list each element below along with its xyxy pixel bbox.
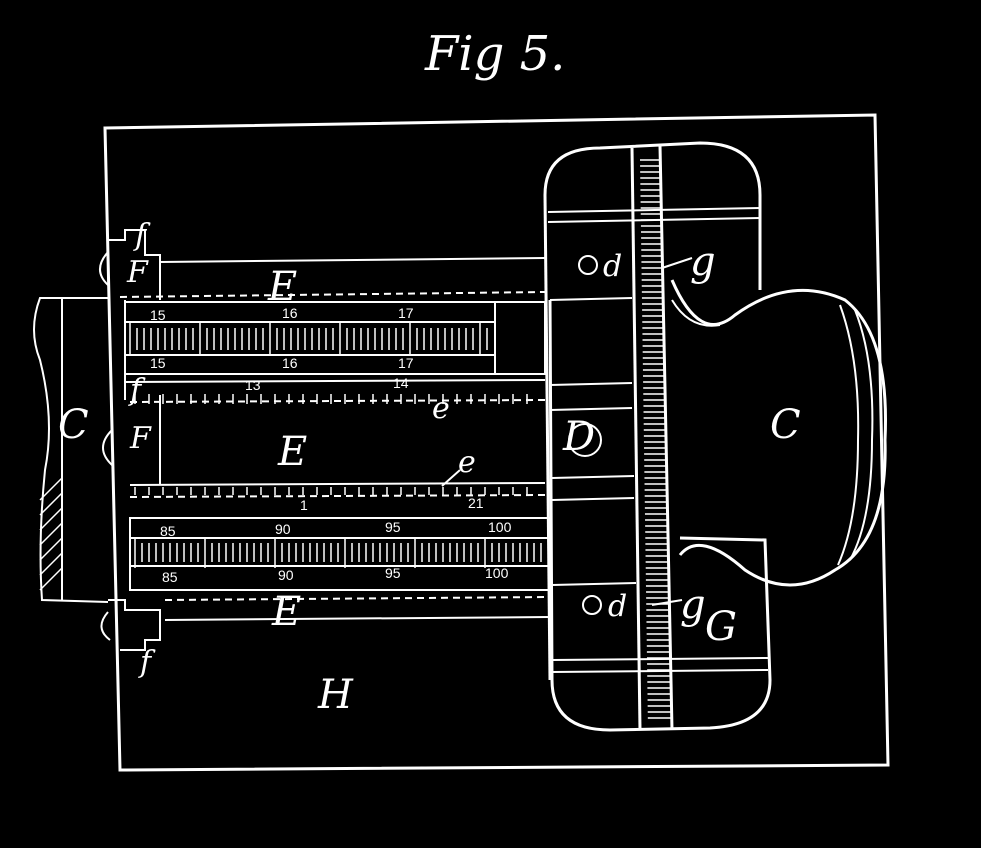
label-E-top: E <box>267 264 297 310</box>
label-E-mid: E <box>277 429 307 475</box>
upper-scale-ticks <box>129 322 488 356</box>
lower-rail-E <box>164 596 551 621</box>
lower-bottom-num-95: 95 <box>385 565 401 581</box>
lower-top-num-95: 95 <box>385 519 401 535</box>
label-d-bottom: d <box>608 589 627 624</box>
lower-top-num-100: 100 <box>488 519 512 535</box>
left-bracket-F <box>99 229 161 651</box>
upper-rail-num-14: 14 <box>393 375 409 391</box>
leader-g-top <box>661 257 693 269</box>
upper-top-num-15: 15 <box>150 307 166 323</box>
label-F-mid: F <box>129 421 152 456</box>
figure-title: Fig 5. <box>424 26 565 82</box>
upper-rail-scale: 13 14 <box>124 375 546 404</box>
leader-e-lower <box>441 469 461 487</box>
toothed-rack <box>640 159 672 719</box>
upper-top-num-17: 17 <box>398 305 414 321</box>
label-H: H <box>317 672 354 718</box>
lower-rail-num-21: 21 <box>468 495 484 511</box>
slider-block-D <box>543 141 772 732</box>
label-C-right: C <box>770 402 801 448</box>
slider-center-circle <box>568 423 602 457</box>
right-knob-C <box>670 279 887 587</box>
left-shaft-C <box>33 297 109 603</box>
shaft-hatching <box>39 477 63 591</box>
lower-rail-num-1: 1 <box>300 497 308 513</box>
screw-d-top <box>578 255 598 275</box>
upper-scale: 15 16 17 15 16 17 <box>124 301 546 375</box>
label-g-bottom: g <box>680 582 706 628</box>
lower-bottom-num-100: 100 <box>485 565 509 581</box>
upper-bottom-num-15: 15 <box>150 355 166 371</box>
label-f-bottom: f <box>138 645 156 680</box>
label-g-top: g <box>690 239 716 285</box>
label-f-top: f <box>133 218 151 253</box>
label-e-upper: e <box>432 391 450 426</box>
lower-rail-ticks <box>134 487 528 495</box>
label-E-bottom: E <box>271 589 301 635</box>
label-C-left: C <box>58 402 89 448</box>
label-G: G <box>705 604 737 650</box>
label-F-top: F <box>126 255 149 290</box>
lower-bottom-num-90: 90 <box>278 567 294 583</box>
lower-rail-scale: 1 21 <box>129 482 546 513</box>
upper-bottom-num-17: 17 <box>398 355 414 371</box>
lower-top-num-90: 90 <box>275 521 291 537</box>
upper-bottom-num-16: 16 <box>282 355 298 371</box>
base-plate-H <box>103 113 890 772</box>
lower-scale: 85 90 95 100 85 90 95 100 <box>129 517 551 591</box>
lower-bottom-num-85: 85 <box>162 569 178 585</box>
screw-d-bottom <box>582 595 602 615</box>
leader-g-bottom <box>651 599 683 606</box>
upper-top-num-16: 16 <box>282 305 298 321</box>
label-d-top: d <box>603 249 622 284</box>
label-D: D <box>562 414 595 460</box>
lower-top-num-85: 85 <box>160 523 176 539</box>
lower-scale-ticks <box>134 537 542 568</box>
upper-rail-num-13: 13 <box>245 377 261 393</box>
label-e-lower: e <box>458 445 476 480</box>
upper-rail-ticks <box>134 394 528 404</box>
